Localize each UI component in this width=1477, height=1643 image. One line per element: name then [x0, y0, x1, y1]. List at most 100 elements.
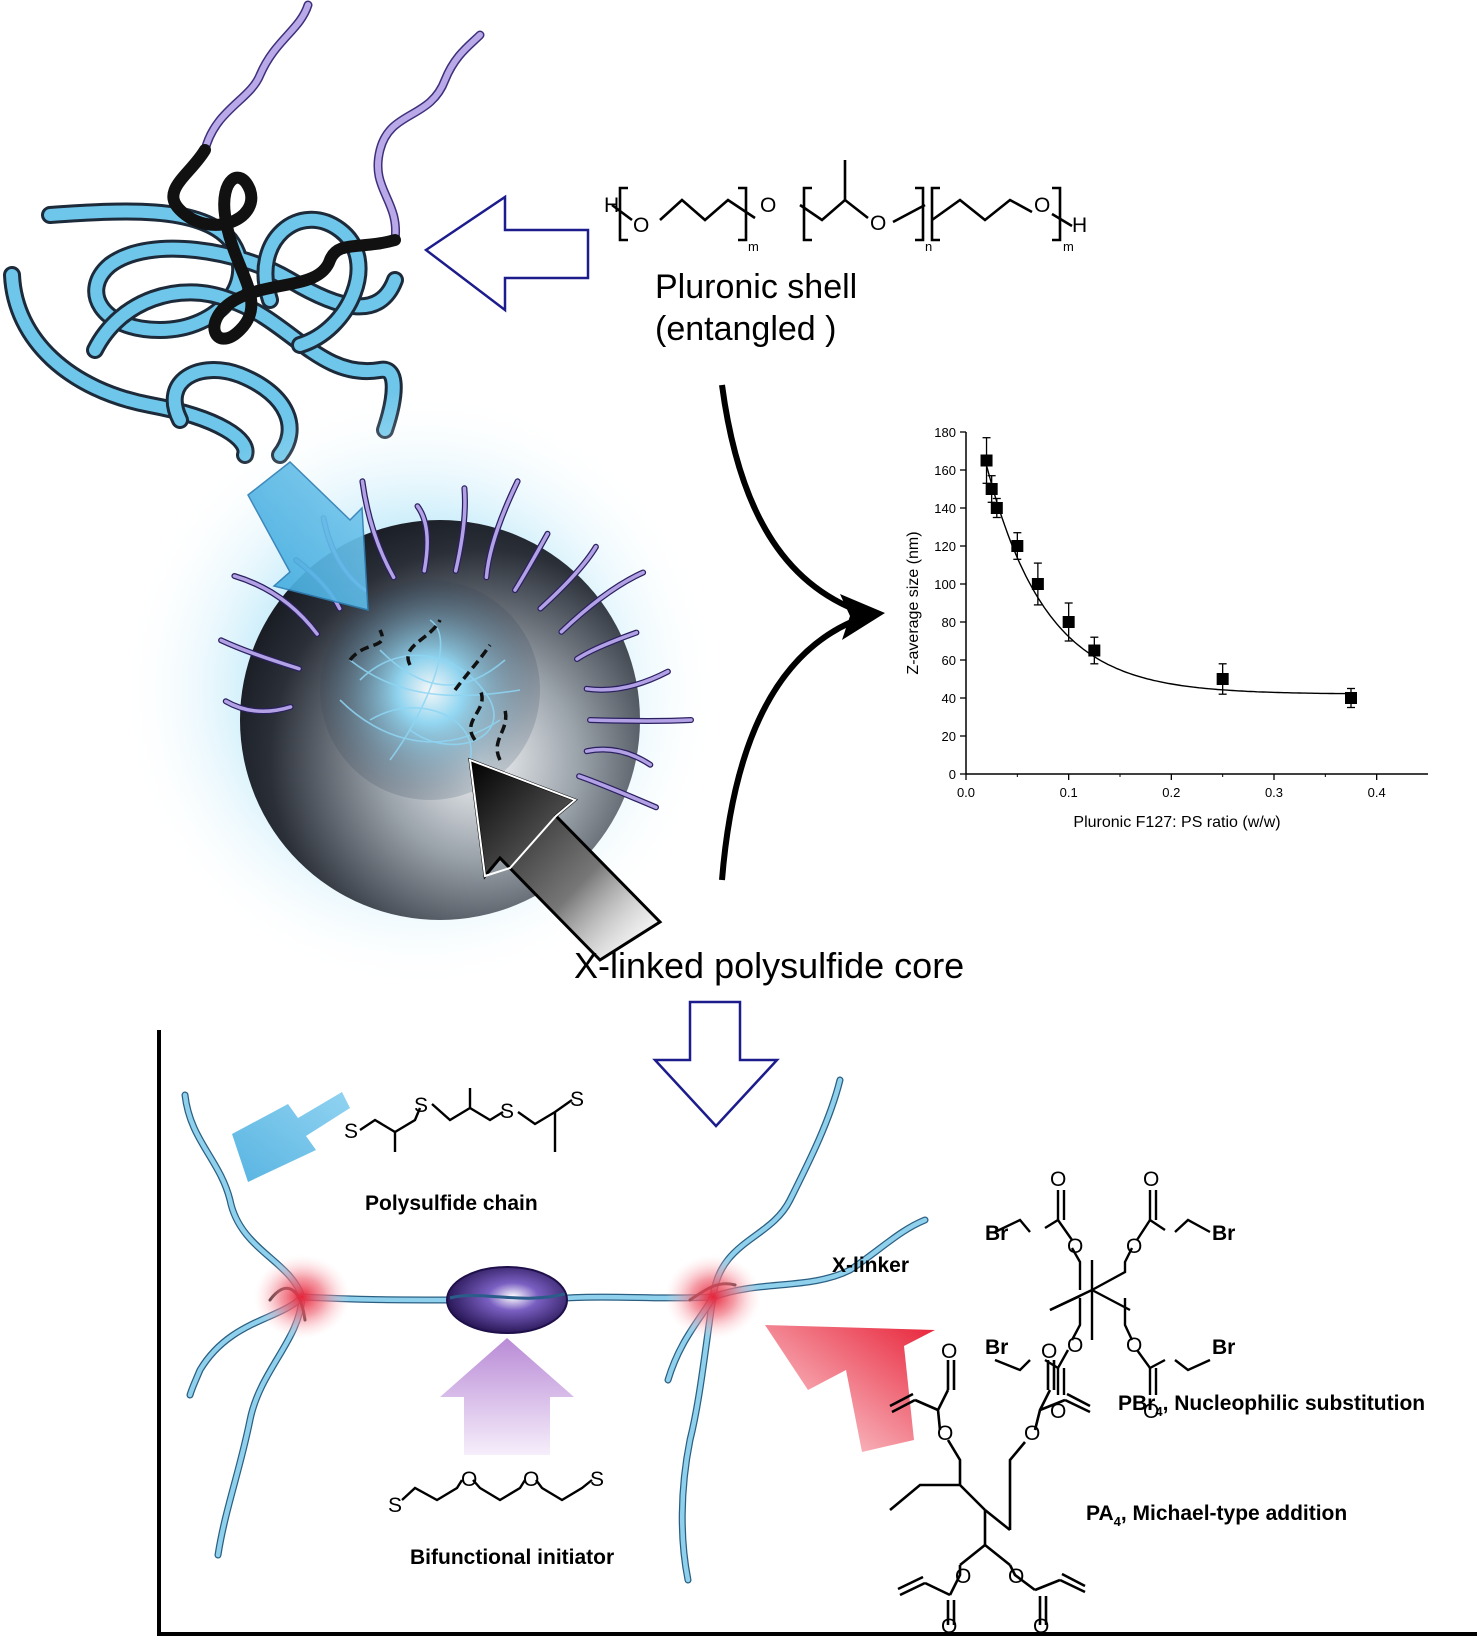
atom-o-3: O [870, 212, 886, 235]
subscript-m-2: m [1063, 239, 1074, 254]
data-point [990, 502, 1003, 514]
y-tick-label: 20 [942, 729, 956, 744]
data-point [1031, 578, 1044, 590]
pa4-o-8: O [1033, 1615, 1049, 1638]
ps-atom-s4: S [570, 1088, 584, 1111]
shell-hair [415, 504, 429, 573]
pbr4-o-2: O [1143, 1168, 1159, 1191]
fit-curve [985, 465, 1351, 695]
y-tick-label: 140 [934, 501, 956, 516]
label-polysulfide-chain: Polysulfide chain [365, 1192, 538, 1215]
label-pbr4: PBr4, Nucleophilic substitution [1118, 1392, 1425, 1419]
pa4-o-5: O [955, 1565, 971, 1588]
crosslink-left [254, 1255, 350, 1339]
curved-arrow-head [840, 594, 885, 640]
pbr4-o-6: O [1126, 1334, 1142, 1357]
pa4-o-2: O [1041, 1340, 1057, 1363]
polymer-network-panel: S S S S Polysulfide chain X-linker [157, 1000, 1477, 1638]
polysulfide-arrow [232, 1092, 350, 1182]
y-axis-label: Z-average size (nm) [905, 531, 922, 674]
ps-atom-s2: S [414, 1094, 428, 1117]
x-tick-label: 0.3 [1265, 785, 1283, 800]
data-point [980, 454, 993, 467]
shell-hair [575, 630, 639, 661]
atom-o-1: O [633, 214, 649, 237]
pbr4-o-4: O [1126, 1235, 1142, 1258]
label-core: X-linked polysulfide core [574, 945, 964, 986]
pbr4-br-2: Br [1212, 1222, 1235, 1245]
init-atom-o2: O [523, 1468, 539, 1491]
initiator-ellipsoid [446, 1266, 568, 1334]
x-tick-label: 0.4 [1368, 785, 1386, 800]
shell-hair [577, 774, 658, 810]
core-pointer-arrow [652, 1000, 780, 1128]
entangled-chains-illustration [3, 0, 485, 464]
label-pluronic-shell-line2: (entangled ) [655, 310, 836, 348]
init-atom-o1: O [461, 1468, 477, 1491]
atom-h-right: H [1072, 214, 1087, 237]
pbr4-o-1: O [1050, 1168, 1066, 1191]
label-x-linker: X-linker [832, 1254, 909, 1277]
pbr4-o-8: O [1143, 1400, 1159, 1423]
data-point [1088, 644, 1101, 657]
x-tick-label: 0.0 [957, 785, 975, 800]
shell-hair [588, 718, 693, 723]
label-pa4: PA4, Michael-type addition [1086, 1502, 1347, 1529]
pbr4-o-5: O [1067, 1334, 1083, 1357]
y-tick-label: 0 [949, 767, 956, 782]
shell-hair [219, 638, 301, 671]
atom-o-2: O [760, 194, 776, 217]
x-linker-arrow [765, 1325, 935, 1452]
subscript-m-1: m [748, 239, 759, 254]
shell-hair [224, 699, 293, 713]
init-atom-s1: S [388, 1494, 402, 1517]
pluronic-structure: H O O O O H m n m [604, 160, 1087, 254]
x-axis-label: Pluronic F127: PS ratio (w/w) [1073, 814, 1280, 831]
nanoparticle-illustration [120, 390, 720, 990]
data-point [985, 483, 998, 495]
pa4-structure [889, 1360, 1091, 1625]
data-point [1345, 692, 1357, 704]
initiator-structure [401, 1479, 593, 1502]
label-initiator: Bifunctional initiator [410, 1546, 614, 1569]
atom-h-left: H [604, 194, 619, 217]
y-tick-label: 100 [934, 577, 956, 592]
pbr4-br-4: Br [1212, 1336, 1235, 1359]
ps-atom-s1: S [344, 1120, 358, 1143]
pbr4-structure [994, 1190, 1211, 1395]
y-tick-label: 120 [934, 539, 956, 554]
pa4-o-3: O [937, 1422, 953, 1445]
y-tick-label: 180 [934, 425, 956, 440]
shell-hair [584, 669, 670, 692]
ps-atom-s3: S [500, 1100, 514, 1123]
data-point [1216, 673, 1229, 685]
pbr4-o-3: O [1067, 1235, 1083, 1258]
pa4-o-4: O [1024, 1422, 1040, 1445]
shell-hair [513, 532, 550, 592]
pbr4-br-3: Br [985, 1336, 1008, 1359]
pbr4-br-1: Br [985, 1222, 1008, 1245]
shell-hair [484, 479, 520, 580]
curved-arrow [719, 384, 871, 881]
data-point [1062, 616, 1075, 628]
label-pluronic-shell-line1: Pluronic shell [655, 268, 857, 306]
init-atom-s2: S [590, 1468, 604, 1491]
shell-hair [559, 570, 645, 634]
x-tick-label: 0.1 [1060, 785, 1078, 800]
initiator-arrow [440, 1338, 574, 1455]
y-tick-label: 40 [942, 691, 956, 706]
polysulfide-structure [359, 1088, 573, 1152]
shell-hair [360, 479, 396, 580]
y-tick-label: 160 [934, 463, 956, 478]
x-tick-label: 0.2 [1162, 785, 1180, 800]
pa4-o-1: O [941, 1340, 957, 1363]
shell-hair [538, 545, 598, 611]
pa4-o-6: O [1008, 1565, 1024, 1588]
shell-hair [232, 574, 319, 636]
y-tick-label: 80 [942, 615, 956, 630]
shell-pointer-arrow [423, 194, 590, 313]
polymer-strand [680, 1294, 716, 1583]
